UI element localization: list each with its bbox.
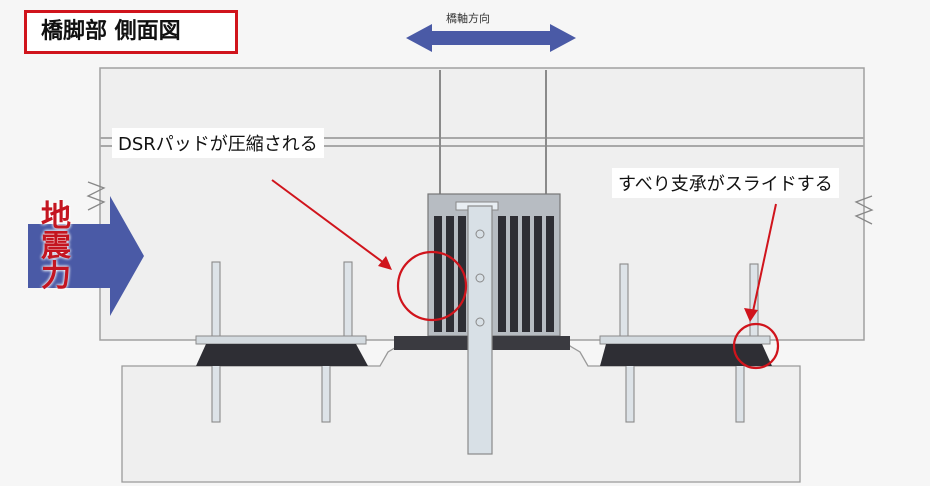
dsr-pointer-arrowhead [378, 256, 392, 270]
pin-hole-2 [475, 273, 485, 283]
dsr-callout-pointer [271, 179, 389, 267]
bridge-axis-label: 橋軸方向 [446, 12, 490, 25]
left-bearing-sole-plate [195, 335, 367, 345]
slide-callout-pointer [751, 203, 777, 317]
sliding-bearing-callout-label: すべり支承がスライドする [612, 168, 839, 198]
right-sliding-bearing [600, 344, 772, 366]
slide-highlight-circle [732, 322, 780, 370]
dsr-highlight-circle [396, 250, 468, 322]
bridge-axis-double-arrow-icon [406, 24, 576, 52]
pin-hole-1 [475, 229, 485, 239]
anchor-pin [467, 205, 493, 455]
seismic-force-label: 地震力 [41, 199, 71, 294]
right-bearing-sole-plate [599, 335, 771, 345]
page-title: 橋脚部 側面図 [24, 10, 238, 54]
dsr-pad-callout-label: DSRパッドが圧縮される [112, 128, 324, 158]
left-sliding-bearing [196, 344, 368, 366]
break-mark-left [86, 181, 106, 211]
dsr-rubber-pads [434, 216, 554, 332]
seismic-force-arrow-icon [28, 196, 144, 316]
break-mark-right [854, 195, 874, 225]
slide-pointer-arrowhead [744, 308, 758, 322]
pin-hole-3 [475, 317, 485, 327]
